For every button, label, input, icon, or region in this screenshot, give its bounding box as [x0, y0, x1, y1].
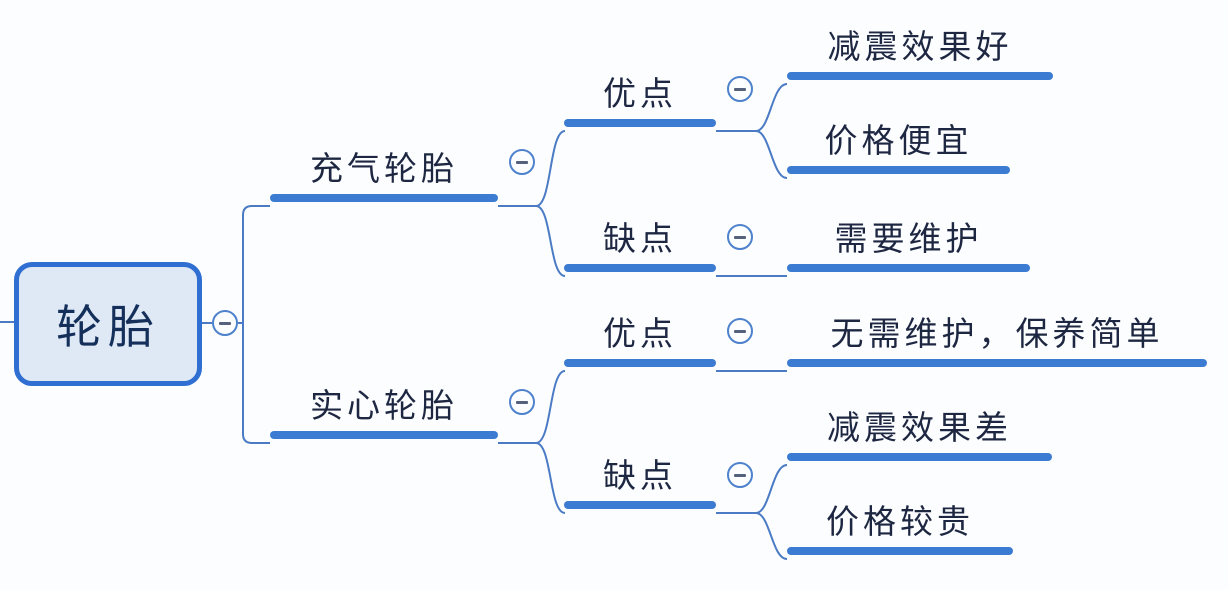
- collapse-button-root[interactable]: [212, 310, 238, 336]
- node-label: 价格便宜: [824, 122, 973, 159]
- node-label: 优点: [603, 315, 677, 352]
- node-underline: [787, 453, 1052, 461]
- collapse-button-solid[interactable]: [509, 389, 535, 415]
- node-label: 缺点: [603, 220, 677, 257]
- minus-circle-icon: [734, 235, 746, 239]
- node-label: 需要维护: [834, 220, 983, 257]
- collapse-button-pneumatic-pros[interactable]: [727, 76, 753, 102]
- minus-circle-icon: [219, 321, 231, 325]
- node-underline: [787, 72, 1053, 80]
- minus-circle-icon: [734, 329, 746, 333]
- connector-branch2-down: [535, 442, 566, 514]
- node-underline: [564, 359, 716, 367]
- node-underline: [270, 431, 498, 439]
- node-underline: [270, 194, 498, 202]
- node-more-expensive[interactable]: 价格较贵: [787, 500, 1013, 555]
- minus-circle-icon: [734, 473, 746, 477]
- node-label: 减震效果差: [827, 409, 1012, 446]
- node-pneumatic-tire[interactable]: 充气轮胎: [270, 147, 498, 202]
- node-solid-pros[interactable]: 优点: [564, 312, 716, 367]
- node-underline: [787, 547, 1013, 555]
- connector-pros1-up: [755, 83, 788, 132]
- node-underline: [787, 359, 1207, 367]
- connector-cons2-up: [755, 464, 788, 514]
- node-label: 价格较贵: [826, 503, 974, 540]
- node-good-shock-absorption[interactable]: 减震效果好: [787, 25, 1053, 80]
- node-solid-tire[interactable]: 实心轮胎: [270, 384, 498, 439]
- node-underline: [564, 264, 716, 272]
- node-label: 无需维护，保养简单: [830, 315, 1164, 352]
- collapse-button-solid-cons[interactable]: [727, 462, 753, 488]
- collapse-button-pneumatic[interactable]: [509, 149, 535, 175]
- minus-circle-icon: [516, 400, 528, 404]
- connector-pros1-down: [755, 130, 788, 179]
- node-label: 实心轮胎: [310, 387, 458, 424]
- collapse-button-solid-pros[interactable]: [727, 318, 753, 344]
- connector-trunk-bracket: [242, 205, 270, 444]
- node-root-tire[interactable]: 轮胎: [14, 262, 202, 386]
- node-pneumatic-pros[interactable]: 优点: [564, 72, 716, 127]
- node-no-maintenance-easy-care[interactable]: 无需维护，保养简单: [787, 312, 1207, 367]
- collapse-button-pneumatic-cons[interactable]: [727, 224, 753, 250]
- node-underline: [787, 264, 1030, 272]
- node-needs-maintenance[interactable]: 需要维护: [787, 217, 1030, 272]
- connector-cons2-down: [755, 512, 788, 560]
- node-underline: [564, 119, 716, 127]
- minus-circle-icon: [734, 87, 746, 91]
- node-label: 减震效果好: [827, 28, 1013, 65]
- minus-circle-icon: [516, 160, 528, 164]
- node-pneumatic-cons[interactable]: 缺点: [564, 217, 716, 272]
- node-underline: [564, 501, 716, 509]
- node-poor-shock-absorption[interactable]: 减震效果差: [787, 406, 1052, 461]
- connector-branch1-down: [535, 205, 566, 277]
- node-cheap-price[interactable]: 价格便宜: [787, 119, 1010, 174]
- connector-branch2-up: [535, 370, 566, 444]
- node-underline: [787, 166, 1010, 174]
- node-label: 缺点: [603, 457, 677, 494]
- connector-branch1-up: [535, 130, 566, 207]
- node-label: 优点: [603, 75, 677, 112]
- node-label: 充气轮胎: [310, 150, 458, 187]
- node-solid-cons[interactable]: 缺点: [564, 454, 716, 509]
